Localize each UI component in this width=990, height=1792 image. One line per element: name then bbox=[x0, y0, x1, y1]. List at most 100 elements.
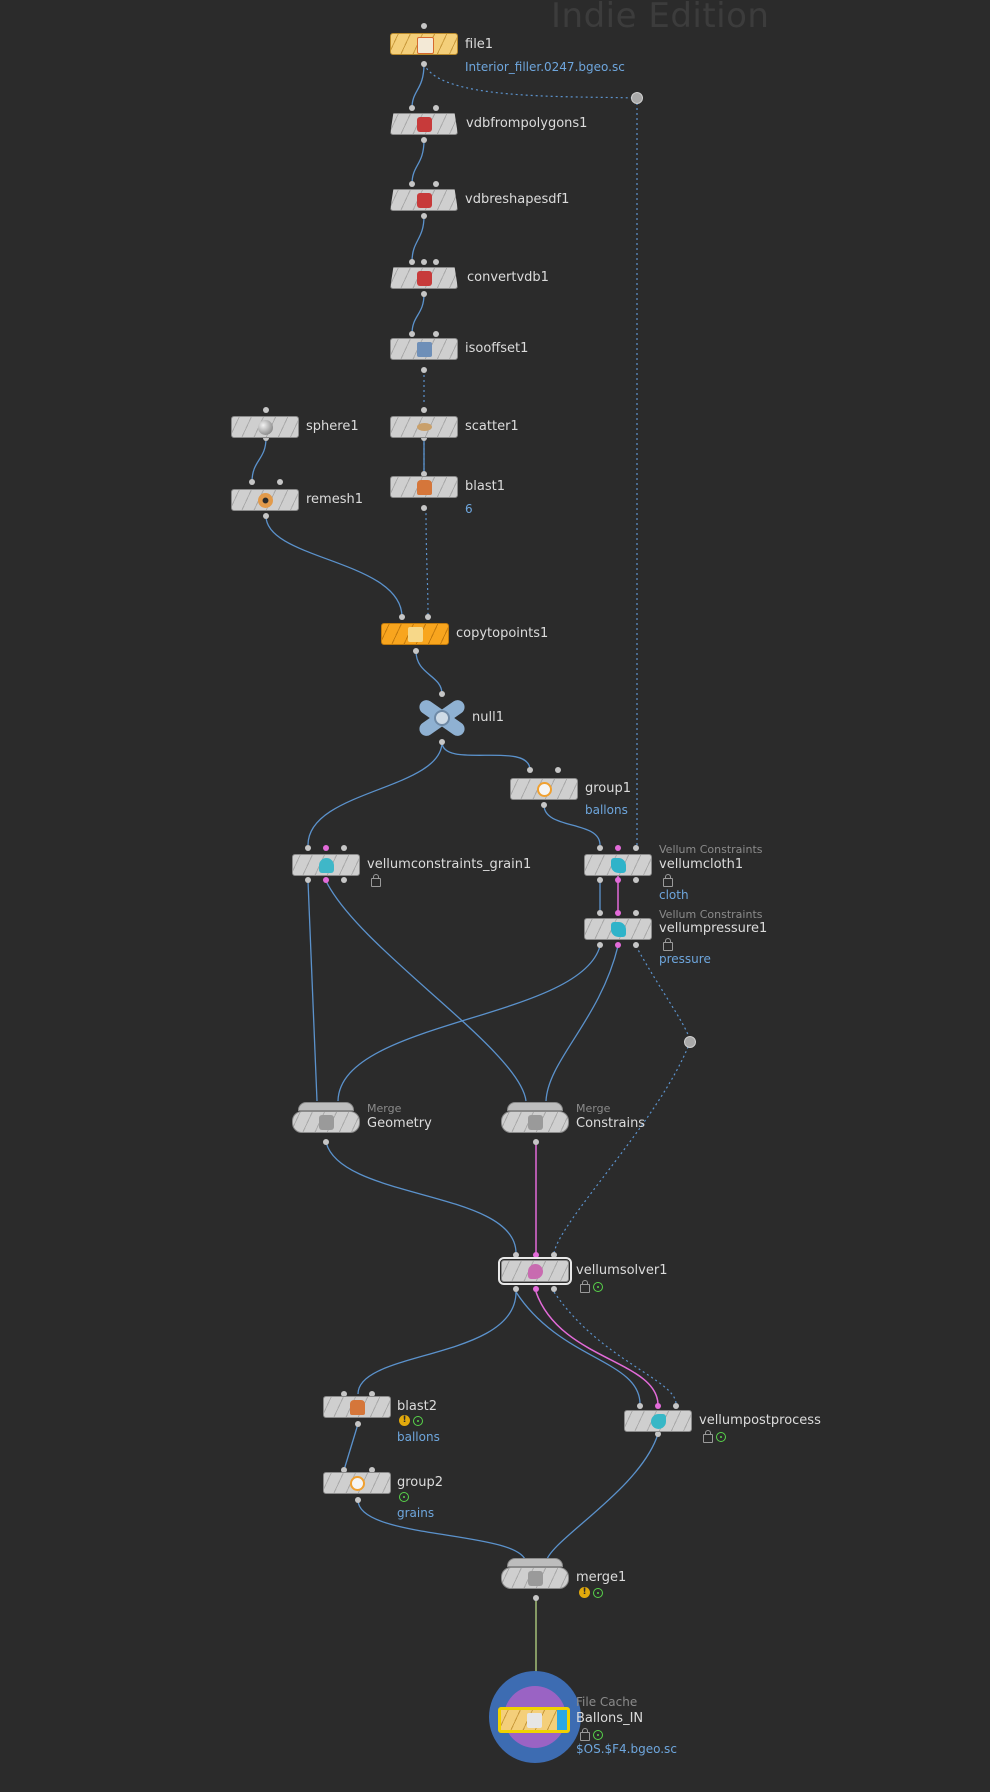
file-icon bbox=[417, 37, 434, 54]
reroute-dot[interactable] bbox=[684, 1036, 696, 1048]
wire-pressure-constrains bbox=[545, 945, 619, 1102]
merge-cap bbox=[507, 1102, 563, 1111]
node-null1[interactable] bbox=[416, 697, 468, 739]
wire-pressure-geometry bbox=[337, 945, 601, 1102]
merge-icon bbox=[319, 1115, 334, 1130]
blast-icon bbox=[417, 480, 432, 495]
lock-icon[interactable] bbox=[663, 938, 673, 951]
wire-sphere1-remesh1 bbox=[251, 437, 267, 483]
node-vdbfrompolygons1[interactable] bbox=[390, 113, 458, 135]
node-merge-constrains[interactable] bbox=[501, 1111, 569, 1133]
node-group1[interactable] bbox=[510, 778, 578, 800]
wire-geometry-vellumsolver1 bbox=[325, 1141, 517, 1254]
lock-icon[interactable] bbox=[371, 874, 381, 887]
cook-ok-icon bbox=[593, 1282, 603, 1292]
node-label: vellumsolver1 bbox=[576, 1263, 668, 1278]
node-subtext: 6 bbox=[465, 502, 473, 516]
node-label: vdbfrompolygons1 bbox=[466, 116, 588, 131]
node-label: file1 bbox=[465, 37, 494, 52]
merge-cap bbox=[507, 1558, 563, 1567]
remesh-icon bbox=[258, 493, 273, 508]
edition-watermark: Indie Edition bbox=[551, 0, 770, 36]
wire-grain-geometry bbox=[307, 880, 318, 1102]
wire-null1-vellumconstraints_grain1 bbox=[307, 741, 443, 846]
node-group2[interactable] bbox=[323, 1472, 391, 1494]
reroute-dot[interactable] bbox=[631, 92, 643, 104]
node-label: Ballons_IN bbox=[576, 1711, 644, 1726]
node-subtext[interactable]: Interior_filler.0247.bgeo.sc bbox=[465, 60, 625, 74]
node-vellumconstraints-grain1[interactable] bbox=[292, 854, 360, 876]
wire-solver-postprocess-1 bbox=[515, 1291, 641, 1405]
lock-icon[interactable] bbox=[703, 1430, 713, 1443]
node-type-label: Merge bbox=[367, 1102, 402, 1115]
node-blast1[interactable] bbox=[390, 476, 458, 498]
node-label: merge1 bbox=[576, 1570, 627, 1585]
sphere-icon bbox=[258, 420, 273, 435]
node-sphere1[interactable] bbox=[231, 416, 299, 438]
wire-postprocess-merge1 bbox=[545, 1433, 659, 1563]
wire-vdbreshapesdf1-convertvdb1 bbox=[411, 215, 425, 263]
node-label: vellumpressure1 bbox=[659, 921, 768, 936]
lock-icon[interactable] bbox=[580, 1728, 590, 1741]
node-label: remesh1 bbox=[306, 492, 364, 507]
node-flags bbox=[399, 1492, 409, 1502]
cook-ok-icon bbox=[413, 1415, 423, 1426]
filecache-icon bbox=[527, 1713, 542, 1728]
vellum-constraint-icon bbox=[611, 858, 626, 873]
wire-group2-merge1 bbox=[357, 1499, 527, 1563]
node-merge-geometry[interactable] bbox=[292, 1111, 360, 1133]
merge-icon bbox=[528, 1571, 543, 1586]
wire-group1-vellumcloth1 bbox=[543, 804, 601, 846]
node-scatter1[interactable] bbox=[390, 416, 458, 438]
node-convertvdb1[interactable] bbox=[390, 267, 458, 289]
cook-ok-icon bbox=[593, 1730, 603, 1740]
warning-icon[interactable]: ! bbox=[579, 1587, 590, 1598]
wire-blast2-group2 bbox=[343, 1423, 359, 1471]
node-isooffset1[interactable] bbox=[390, 338, 458, 360]
group-icon bbox=[350, 1476, 365, 1491]
node-flags bbox=[580, 1728, 603, 1741]
node-subtext: ballons bbox=[585, 803, 628, 817]
node-ballons-in[interactable] bbox=[498, 1707, 570, 1733]
node-flags bbox=[663, 938, 673, 951]
node-subtext[interactable]: $OS.$F4.bgeo.sc bbox=[576, 1742, 677, 1756]
node-file1[interactable] bbox=[390, 33, 458, 55]
group-icon bbox=[537, 782, 552, 797]
node-label: sphere1 bbox=[306, 419, 359, 434]
node-label: Geometry bbox=[367, 1116, 432, 1131]
node-vellumpostprocess[interactable] bbox=[624, 1410, 692, 1432]
node-merge1[interactable] bbox=[501, 1567, 569, 1589]
node-flags: ! bbox=[399, 1415, 423, 1426]
node-remesh1[interactable] bbox=[231, 489, 299, 511]
wire-file1-vdbfrompolygons1 bbox=[411, 63, 425, 109]
lock-icon[interactable] bbox=[663, 874, 673, 887]
node-subtext: grains bbox=[397, 1506, 435, 1520]
node-label: Constrains bbox=[576, 1116, 646, 1131]
node-vellumpressure1[interactable] bbox=[584, 918, 652, 940]
isooffset-icon bbox=[417, 342, 432, 357]
vellum-grain-icon bbox=[319, 858, 334, 873]
node-vdbreshapesdf1[interactable] bbox=[390, 189, 458, 211]
vellum-post-icon bbox=[651, 1414, 666, 1429]
scatter-icon bbox=[417, 423, 432, 431]
cook-ok-icon bbox=[593, 1587, 603, 1598]
bypass-flag[interactable] bbox=[557, 1710, 567, 1730]
cook-ok-icon bbox=[399, 1492, 409, 1502]
warning-icon[interactable]: ! bbox=[399, 1415, 410, 1426]
node-vellumcloth1[interactable] bbox=[584, 854, 652, 876]
node-flags: ! bbox=[579, 1587, 603, 1598]
node-label: vellumcloth1 bbox=[659, 857, 744, 872]
vdb-icon bbox=[417, 271, 432, 286]
node-subtext: pressure bbox=[659, 952, 711, 966]
node-label: null1 bbox=[472, 710, 504, 725]
node-type-label: File Cache bbox=[576, 1695, 638, 1709]
lock-icon[interactable] bbox=[580, 1280, 590, 1293]
node-blast2[interactable] bbox=[323, 1396, 391, 1418]
vellum-constraint-icon bbox=[611, 922, 626, 937]
node-type-label: Merge bbox=[576, 1102, 611, 1115]
node-label: group2 bbox=[397, 1475, 444, 1490]
wire-null1-group1 bbox=[441, 741, 531, 771]
node-vellumsolver1[interactable] bbox=[498, 1257, 572, 1285]
node-copytopoints1[interactable] bbox=[381, 623, 449, 645]
